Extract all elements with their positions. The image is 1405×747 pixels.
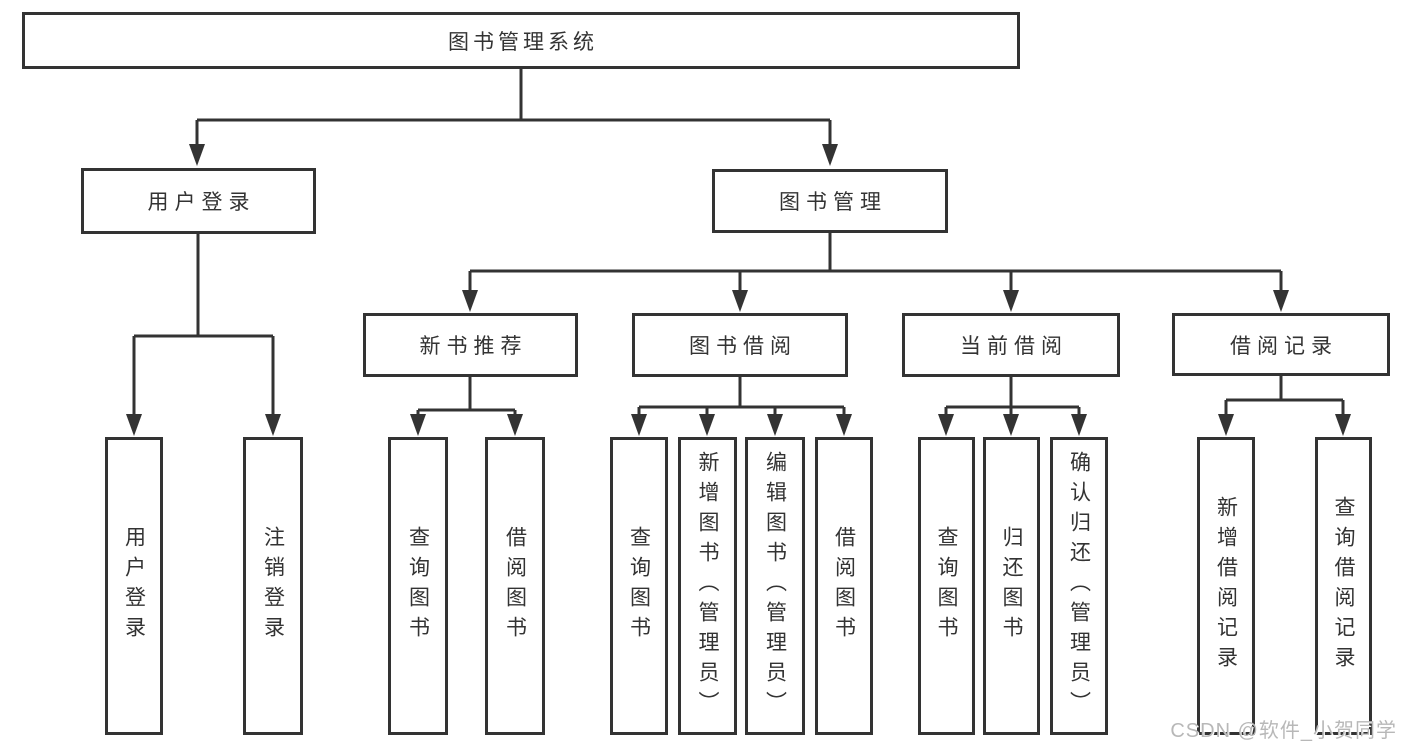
connector-new-book-rec-children [410,377,523,436]
node-book-borrowing: 图书借阅 [632,313,848,377]
node-book-management: 图书管理 [712,169,948,233]
connector-root-to-level2 [189,69,838,166]
csdn-watermark: CSDN @软件_小贺同学 [1170,720,1397,742]
node-book-management-label: 图书管理 [779,191,887,214]
leaf-cb-query-books-label: 查询图书 [935,526,958,646]
connector-book-borrow-children [631,377,852,436]
arrow-down-icon [410,414,426,436]
leaf-cb-return-books-label: 归还图书 [1000,526,1023,646]
leaf-nbr-borrow-books: 借阅图书 [485,437,545,735]
leaf-cb-confirm-return-admin: 确认归还（管理员） [1050,437,1108,735]
leaf-bb-borrow-books-label: 借阅图书 [832,526,856,646]
connector-current-borrow-children [938,377,1087,436]
node-user-login: 用户登录 [81,168,316,234]
arrow-down-icon [631,414,647,436]
leaf-logout: 注销登录 [243,437,303,735]
node-user-login-label: 用户登录 [147,191,256,214]
node-root-label: 图书管理系统 [448,30,598,54]
arrow-down-icon [1071,414,1087,436]
connector-user-login-children [126,234,281,436]
arrow-down-icon [938,414,954,436]
leaf-bb-add-books-admin-label: 新增图书（管理员） [696,451,719,721]
leaf-bb-edit-books-admin: 编辑图书（管理员） [745,437,805,735]
leaf-nbr-query-books-label: 查询图书 [406,526,430,646]
node-borrowing-records-label: 借阅记录 [1230,334,1338,358]
leaf-nbr-query-books: 查询图书 [388,437,448,735]
leaf-bb-query-books: 查询图书 [610,437,668,735]
leaf-user-login-label: 用户登录 [122,526,146,646]
arrow-down-icon [507,414,523,436]
arrow-down-icon [189,144,205,166]
leaf-br-query-record: 查询借阅记录 [1315,437,1372,735]
arrow-down-icon [1335,414,1351,436]
node-root: 图书管理系统 [22,12,1020,69]
arrow-down-icon [836,414,852,436]
node-book-borrowing-label: 图书借阅 [689,335,797,358]
node-current-borrowing: 当前借阅 [902,313,1120,377]
connector-book-management-children [462,233,1289,312]
arrow-down-icon [1273,290,1289,312]
node-new-book-recommendation-label: 新书推荐 [419,335,528,358]
leaf-bb-add-books-admin: 新增图书（管理员） [678,437,737,735]
arrow-down-icon [732,290,748,312]
arrow-down-icon [126,414,142,436]
leaf-bb-borrow-books: 借阅图书 [815,437,873,735]
node-current-borrowing-label: 当前借阅 [960,335,1068,358]
leaf-logout-label: 注销登录 [261,526,285,646]
leaf-br-add-record-label: 新增借阅记录 [1214,496,1238,676]
leaf-bb-edit-books-admin-label: 编辑图书（管理员） [763,451,787,721]
node-new-book-recommendation: 新书推荐 [363,313,578,377]
arrow-down-icon [462,290,478,312]
leaf-br-query-record-label: 查询借阅记录 [1332,496,1355,676]
arrow-down-icon [699,414,715,436]
connector-borrow-records-children [1218,376,1351,436]
leaf-bb-query-books-label: 查询图书 [627,526,651,646]
arrow-down-icon [1003,414,1019,436]
leaf-user-login: 用户登录 [105,437,163,735]
leaf-cb-query-books: 查询图书 [918,437,975,735]
arrow-down-icon [1218,414,1234,436]
node-borrowing-records: 借阅记录 [1172,313,1390,376]
leaf-cb-return-books: 归还图书 [983,437,1040,735]
arrow-down-icon [767,414,783,436]
arrow-down-icon [822,144,838,166]
arrow-down-icon [265,414,281,436]
leaf-nbr-borrow-books-label: 借阅图书 [503,526,527,646]
leaf-br-add-record: 新增借阅记录 [1197,437,1255,735]
leaf-cb-confirm-return-admin-label: 确认归还（管理员） [1067,451,1091,721]
arrow-down-icon [1003,290,1019,312]
